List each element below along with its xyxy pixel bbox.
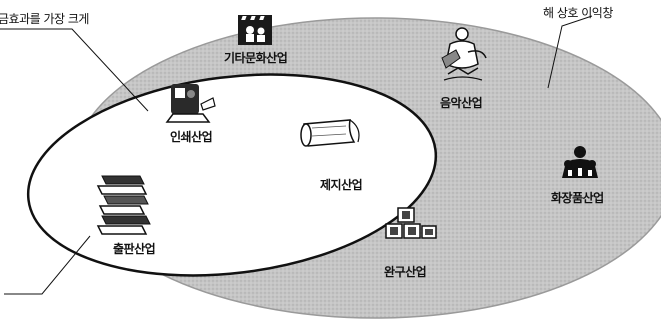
label-cosmetics-industry: 화장품산업: [551, 191, 604, 205]
book-stack-icon: [96, 175, 151, 235]
label-printing-industry: 인쇄산업: [170, 130, 213, 144]
callout-line-top-right: [547, 15, 593, 89]
label-other-culture-industry: 기타문화산업: [224, 51, 288, 65]
callout-top-right-text: 해 상호 이익창: [543, 6, 613, 20]
clapperboard-icon: [238, 15, 272, 45]
label-paper-industry: 제지산업: [320, 178, 363, 192]
callout-line-bottom-left: [4, 235, 91, 295]
callout-top-left-text: 금효과를 가장 크게: [0, 12, 89, 26]
callout-line-top-left: [0, 28, 149, 112]
cosmetics-people-icon: [562, 146, 598, 178]
musician-icon: [441, 27, 487, 81]
printing-press-icon: [165, 84, 216, 123]
label-music-industry: 음악산업: [440, 96, 483, 110]
label-publishing-industry: 출판산업: [113, 242, 156, 256]
label-toy-industry: 완구산업: [384, 265, 427, 279]
toy-blocks-icon: [385, 207, 437, 239]
paper-roll-icon: [300, 119, 360, 147]
